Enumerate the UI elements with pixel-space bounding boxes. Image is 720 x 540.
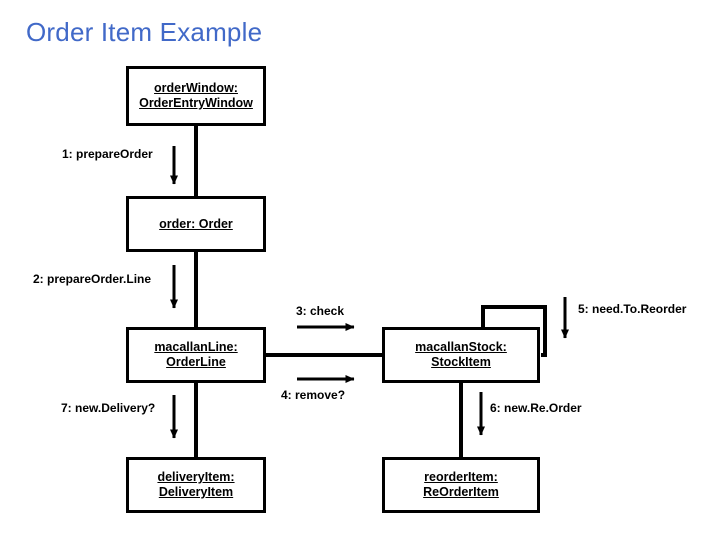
- object-name-stockitem: macallanStock:: [415, 340, 507, 354]
- object-class-orderline: OrderLine: [166, 355, 226, 369]
- object-class-orderwindow: OrderEntryWindow: [139, 96, 253, 110]
- object-name-deliveryitem: deliveryItem:: [157, 470, 235, 484]
- self-link-stockitem: [481, 305, 547, 357]
- message-label-5: 5: need.To.Reorder: [578, 302, 687, 316]
- message-label-2: 2: prepareOrder.Line: [33, 272, 152, 286]
- message-label-3: 3: check: [296, 304, 345, 318]
- object-class-deliveryitem: DeliveryItem: [158, 485, 234, 499]
- object-name-reorderitem: reorderItem:: [424, 470, 498, 484]
- object-box-stockitem[interactable]: macallanStock: StockItem: [382, 327, 540, 383]
- object-class-stockitem: StockItem: [431, 355, 491, 369]
- message-label-6: 6: new.Re.Order: [490, 401, 582, 415]
- object-box-reorderitem[interactable]: reorderItem: ReOrderItem: [382, 457, 540, 513]
- object-name-orderline: macallanLine:: [154, 340, 238, 354]
- object-class-reorderitem: ReOrderItem: [423, 485, 499, 499]
- object-box-order[interactable]: order: Order: [126, 196, 266, 252]
- message-label-7: 7: new.Delivery?: [61, 401, 156, 415]
- object-name-orderwindow: orderWindow:: [154, 81, 238, 95]
- message-label-1: 1: prepareOrder: [62, 147, 153, 161]
- page-title: Order Item Example: [26, 17, 263, 47]
- object-box-deliveryitem[interactable]: deliveryItem: DeliveryItem: [126, 457, 266, 513]
- object-box-orderline[interactable]: macallanLine: OrderLine: [126, 327, 266, 383]
- object-box-orderwindow[interactable]: orderWindow: OrderEntryWindow: [126, 66, 266, 126]
- object-name-order: order: Order: [159, 216, 233, 231]
- message-label-4: 4: remove?: [281, 388, 346, 402]
